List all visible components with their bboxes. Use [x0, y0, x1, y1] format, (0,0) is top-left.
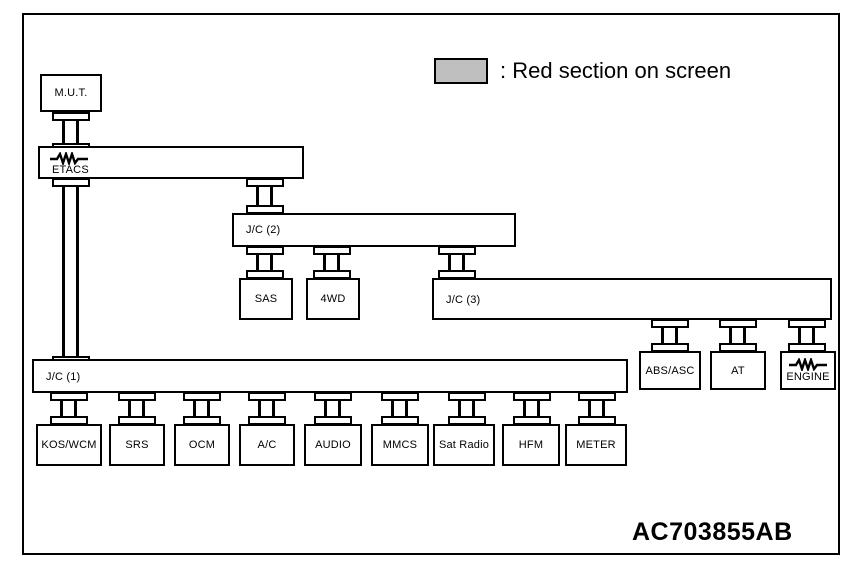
bus-link-jc1-sat-radio — [458, 400, 475, 418]
connector-cap-jc3-engine — [788, 319, 826, 328]
node-srs[interactable]: SRS — [109, 424, 165, 466]
bus-link-jc2-sas — [256, 254, 273, 272]
busbar-jc3[interactable]: J/C (3) — [432, 278, 832, 320]
node-audio[interactable]: AUDIO — [304, 424, 362, 466]
connector-cap-jc1-srs — [118, 392, 156, 401]
busbar-jc3-label: J/C (3) — [446, 294, 481, 306]
connector-cap-jc1-audio — [314, 392, 352, 401]
connector-cap-jc1-sat-radio — [448, 392, 486, 401]
node-abs-asc[interactable]: ABS/ASC — [639, 351, 701, 390]
bus-link-jc1-meter — [588, 400, 605, 418]
node-mut-label: M.U.T. — [54, 87, 88, 99]
node-mut[interactable]: M.U.T. — [40, 74, 102, 112]
bus-link-jc1-srs — [128, 400, 145, 418]
diagram-reference-code: AC703855AB — [632, 518, 793, 546]
bus-link-etacs-jc2 — [256, 186, 273, 207]
can-waveform-icon — [789, 358, 827, 371]
bus-link-jc1-hfm — [523, 400, 540, 418]
node-sas[interactable]: SAS — [239, 278, 293, 320]
node-4wd[interactable]: 4WD — [306, 278, 360, 320]
node-at-label: AT — [731, 364, 745, 377]
busbar-etacs[interactable]: ETACS — [38, 146, 304, 179]
node-sat-radio-label: Sat Radio — [438, 439, 490, 451]
connector-cap-etacs-bottom-right — [246, 178, 284, 187]
busbar-jc2[interactable]: J/C (2) — [232, 213, 516, 247]
bus-link-jc3-engine — [798, 327, 815, 345]
node-ocm[interactable]: OCM — [174, 424, 230, 466]
node-audio-label: AUDIO — [315, 439, 351, 451]
connector-cap-mut-bottom — [52, 112, 90, 121]
node-4wd-label: 4WD — [320, 293, 346, 305]
busbar-jc2-label: J/C (2) — [246, 224, 281, 236]
node-abs-asc-label: ABS/ASC — [645, 364, 695, 377]
bus-link-jc1-ocm — [193, 400, 210, 418]
connector-cap-jc2-jc3 — [438, 246, 476, 255]
can-waveform-icon — [50, 152, 88, 165]
bus-link-etacs-jc1 — [62, 186, 79, 358]
node-srs-label: SRS — [125, 439, 149, 451]
bus-link-jc3-abs — [661, 327, 678, 345]
bus-link-jc2-4wd — [323, 254, 340, 272]
node-kos-wcm-label: KOS/WCM — [41, 439, 97, 451]
node-engine[interactable]: ENGINE — [780, 351, 836, 390]
connector-cap-jc3-abs — [651, 319, 689, 328]
connector-cap-jc2-4wd — [313, 246, 351, 255]
diagram-border — [22, 13, 840, 555]
busbar-jc1[interactable]: J/C (1) — [32, 359, 628, 393]
node-sat-radio[interactable]: Sat Radio — [433, 424, 495, 466]
bus-link-mut-etacs — [62, 120, 79, 145]
connector-cap-jc1-hfm — [513, 392, 551, 401]
node-engine-label: ENGINE — [786, 371, 830, 383]
node-ac[interactable]: A/C — [239, 424, 295, 466]
bus-link-jc1-mmcs — [391, 400, 408, 418]
node-at[interactable]: AT — [710, 351, 766, 390]
connector-cap-jc1-ac — [248, 392, 286, 401]
connector-cap-jc3-at — [719, 319, 757, 328]
connector-cap-jc1-kos — [50, 392, 88, 401]
node-ocm-label: OCM — [188, 439, 216, 451]
legend: : Red section on screen — [434, 58, 731, 84]
bus-link-jc2-jc3 — [448, 254, 465, 272]
connector-cap-jc1-mmcs — [381, 392, 419, 401]
connector-cap-jc1-meter — [578, 392, 616, 401]
busbar-etacs-label: ETACS — [52, 164, 89, 176]
node-ac-label: A/C — [257, 439, 277, 451]
busbar-jc1-label: J/C (1) — [46, 371, 81, 383]
node-kos-wcm[interactable]: KOS/WCM — [36, 424, 102, 466]
node-hfm-label: HFM — [518, 439, 544, 451]
node-mmcs[interactable]: MMCS — [371, 424, 429, 466]
connector-cap-etacs-bottom-left — [52, 178, 90, 187]
node-hfm[interactable]: HFM — [502, 424, 560, 466]
bus-link-jc1-kos — [60, 400, 77, 418]
connector-cap-jc2-sas — [246, 246, 284, 255]
legend-color-swatch — [434, 58, 488, 84]
bus-link-jc3-at — [729, 327, 746, 345]
node-sas-label: SAS — [254, 293, 278, 305]
bus-link-jc1-ac — [258, 400, 275, 418]
node-meter-label: METER — [576, 439, 616, 451]
legend-label: : Red section on screen — [500, 58, 732, 83]
connector-cap-jc1-ocm — [183, 392, 221, 401]
node-mmcs-label: MMCS — [382, 439, 418, 451]
node-meter[interactable]: METER — [565, 424, 627, 466]
bus-link-jc1-audio — [324, 400, 341, 418]
